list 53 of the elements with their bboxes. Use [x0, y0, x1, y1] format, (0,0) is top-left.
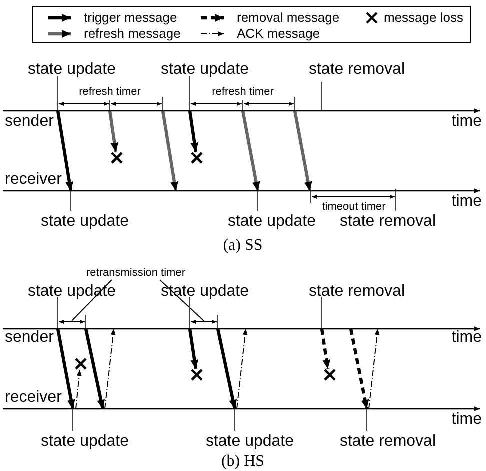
event-label: state update	[26, 61, 118, 79]
message-arrow	[293, 110, 312, 192]
event-label: state update	[40, 433, 130, 451]
event-label: state update	[160, 61, 250, 79]
message-arrow	[108, 110, 119, 152]
loss-cross-icon	[190, 368, 204, 382]
lifeline-label: sender	[5, 113, 54, 131]
axis-label: time	[452, 113, 482, 131]
loss-cross-icon	[110, 152, 124, 164]
axis-label: time	[452, 193, 482, 211]
message-arrow	[161, 110, 178, 192]
dimension-line	[58, 320, 86, 324]
legend-label: removal message	[237, 10, 340, 26]
message-arrow	[76, 370, 82, 410]
axis-label: time	[452, 411, 482, 429]
lifeline-label: receiver	[5, 171, 62, 189]
message-arrow	[56, 328, 76, 410]
dimension-line	[190, 320, 218, 324]
timer-label: timeout timer	[321, 200, 387, 214]
event-label: state removal	[308, 283, 406, 301]
message-arrow	[56, 110, 74, 192]
message-arrow	[216, 328, 238, 410]
lifeline-label: sender	[5, 329, 54, 347]
legend-label: message loss	[384, 10, 464, 26]
caption: (a) SS	[222, 237, 264, 255]
axis-label: time	[452, 329, 482, 347]
timer-label: refresh timer	[211, 86, 275, 98]
message-arrow	[241, 110, 260, 192]
timeline-arrow	[3, 107, 483, 115]
caption: (b) HS	[220, 453, 266, 471]
message-arrow	[368, 328, 380, 410]
lifeline-label: receiver	[5, 389, 62, 407]
loss-cross-icon	[74, 358, 88, 370]
message-arrow	[104, 328, 116, 410]
legend-label: ACK message	[237, 26, 320, 42]
event-label: state removal	[338, 433, 438, 451]
message-arrow	[84, 328, 106, 410]
event-label: state update	[204, 433, 296, 451]
loss-cross-icon	[190, 152, 204, 164]
message-arrow	[236, 328, 248, 410]
legend-label: trigger message	[84, 10, 178, 26]
event-label: state removal	[308, 61, 406, 79]
timer-label: refresh timer	[78, 86, 142, 98]
timeline-arrow	[3, 405, 483, 413]
loss-cross-icon	[324, 368, 336, 382]
message-arrow	[188, 328, 199, 370]
message-arrow	[188, 110, 199, 152]
message-arrow	[349, 328, 370, 410]
message-arrow	[320, 328, 331, 370]
timeline-arrow	[3, 187, 483, 195]
legend-label: refresh message	[84, 26, 181, 42]
event-label: state update	[40, 213, 130, 231]
timer-label: retransmission timer	[80, 266, 192, 280]
